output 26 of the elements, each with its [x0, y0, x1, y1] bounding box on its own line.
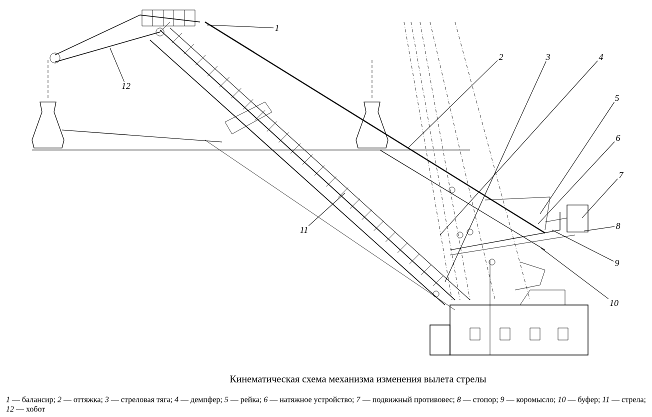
leader-line: [540, 102, 614, 214]
callout-number: 4: [598, 54, 604, 60]
leader-line: [206, 24, 274, 28]
leader-line: [584, 226, 615, 232]
leader-line: [408, 60, 498, 148]
callout-number: 5: [614, 95, 619, 101]
callout-number: 8: [616, 222, 620, 230]
leader-line: [540, 248, 609, 299]
callout-number: 9: [615, 260, 620, 266]
callout-number: 1: [275, 25, 278, 31]
leader-line: [582, 178, 618, 218]
callout-number: 10: [610, 300, 618, 306]
callout-number: 6: [616, 134, 620, 142]
callout-number: 11: [300, 227, 308, 233]
caption: 1 — балансир; 2 — оттяжка; 3 — стреловая тяга; 4 — демпфер; 5 — рейка; 6 — натяжное устройство; 7 — подвижный противовес; 8 — стопор; 9 — коромысло; 10 — буфер; 11 — стрела; 12 — хобот: [6, 396, 646, 412]
callout-number: 2: [498, 54, 504, 60]
callout-number: 3: [546, 54, 550, 60]
leader-line: [308, 192, 346, 226]
callout-number: 7: [619, 172, 624, 178]
diagram-title: Кинематическая схема механизма изменения вылета стрелы: [230, 376, 486, 384]
leader-line: [444, 60, 546, 282]
leader-line: [110, 48, 124, 82]
leader-line: [538, 141, 615, 224]
leader-line: [552, 230, 614, 262]
leader-line: [440, 60, 598, 236]
callout-number: 12: [122, 83, 130, 89]
